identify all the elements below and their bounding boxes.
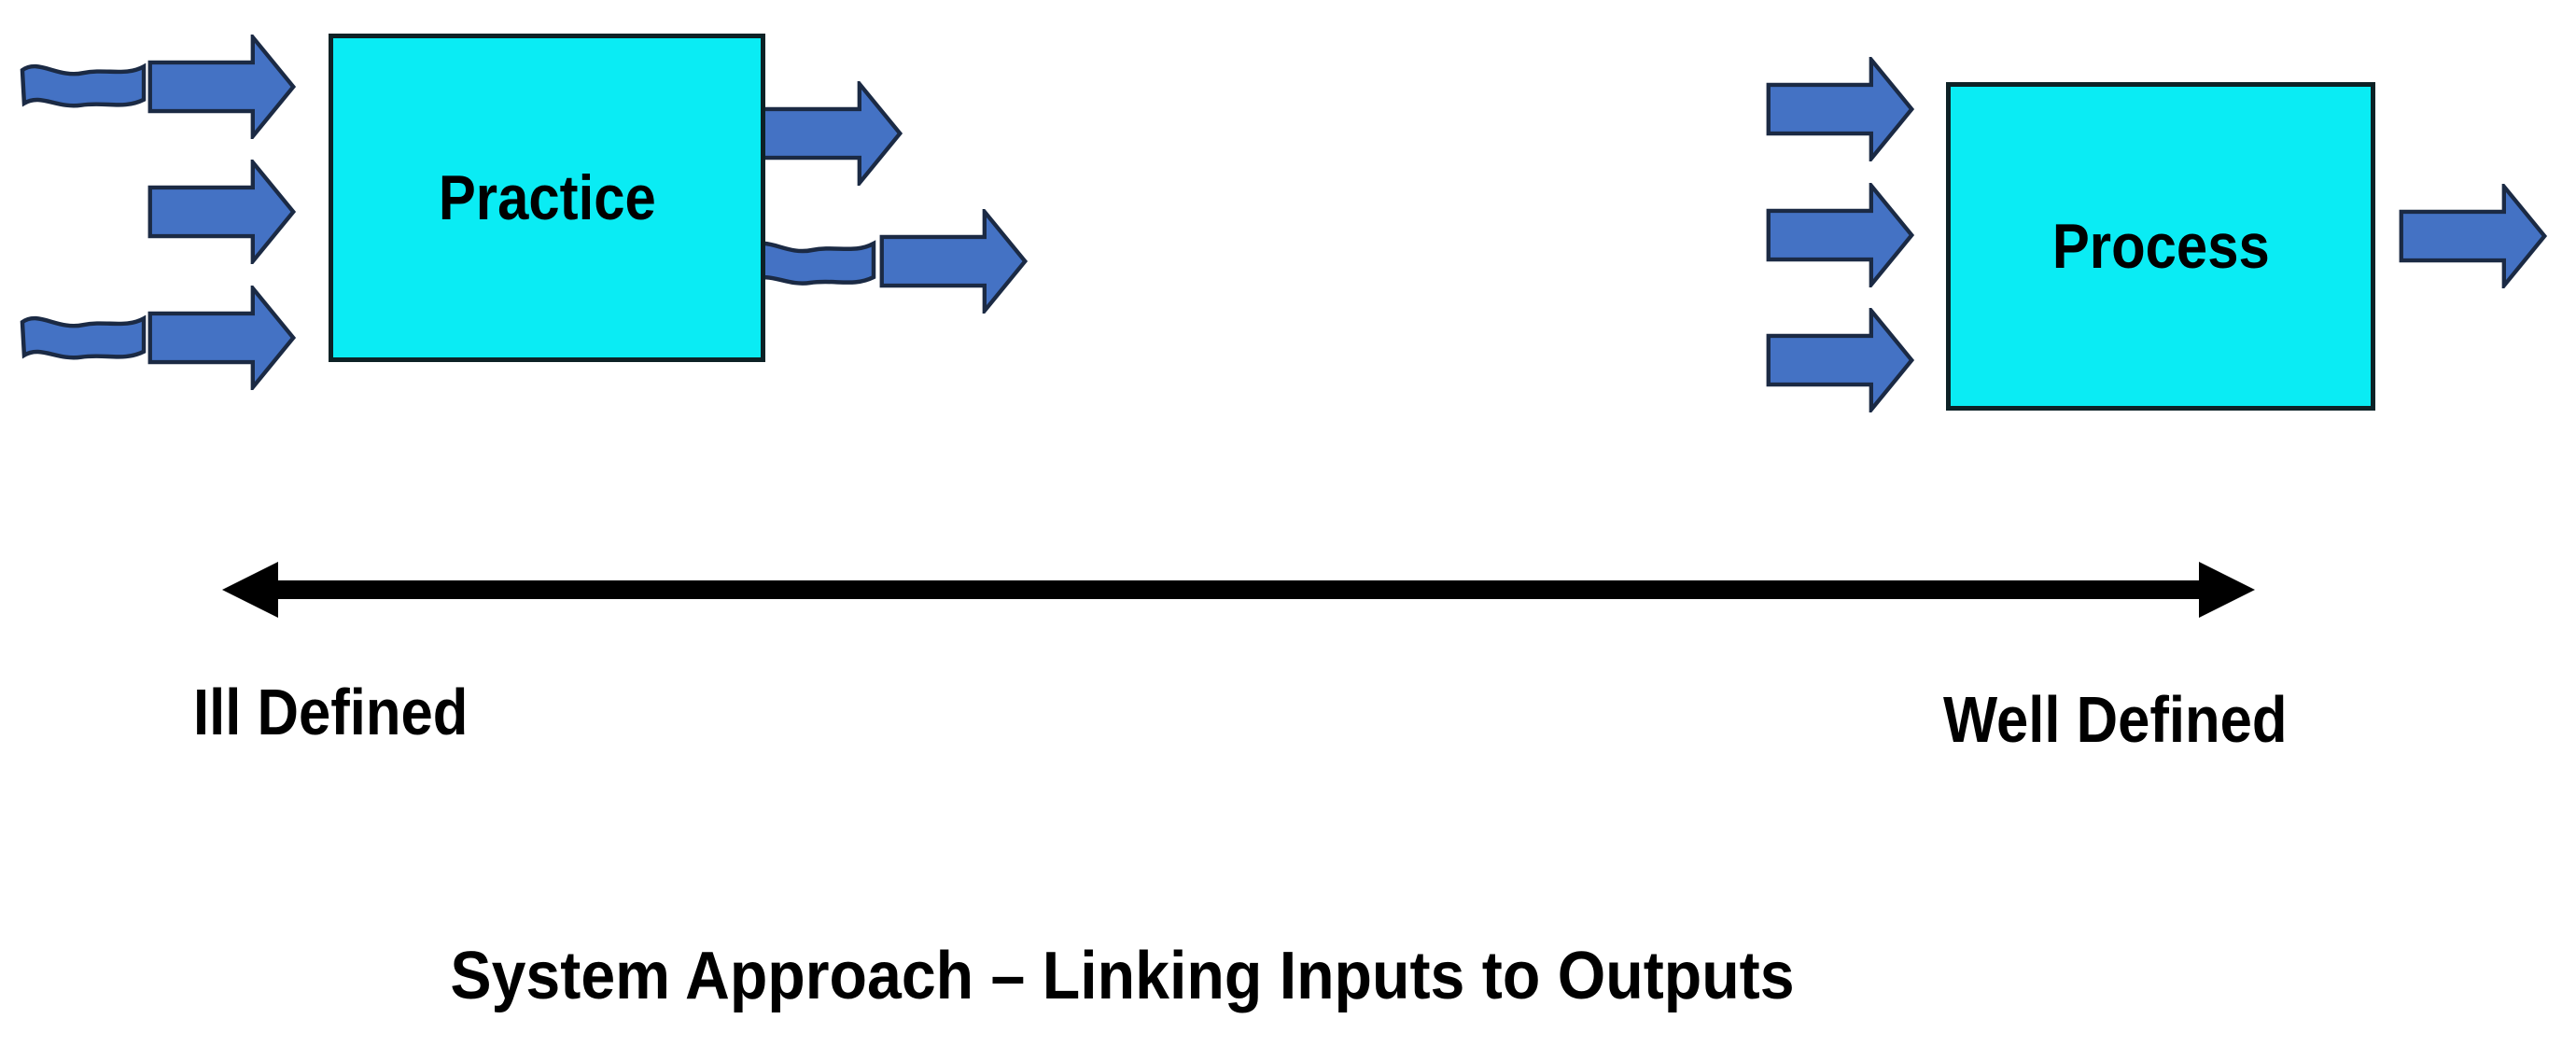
wavy-input-tail-icon bbox=[19, 307, 147, 365]
practice-box-label: Practice bbox=[438, 162, 656, 233]
wavy-output-tail-icon bbox=[747, 232, 877, 290]
input-arrow-icon bbox=[1766, 183, 1915, 287]
input-arrow-icon bbox=[146, 35, 299, 139]
ill-defined-label: Ill Defined bbox=[193, 676, 469, 748]
input-arrow-icon bbox=[146, 160, 299, 264]
process-box-label: Process bbox=[2051, 211, 2270, 282]
practice-box: Practice bbox=[329, 34, 765, 362]
diagram-title: System Approach – Linking Inputs to Outp… bbox=[450, 939, 1795, 1013]
double-headed-axis-arrow-icon bbox=[222, 562, 2255, 618]
input-arrow-icon bbox=[1766, 57, 1915, 161]
wavy-input-tail-icon bbox=[19, 55, 147, 113]
input-arrow-icon bbox=[146, 286, 299, 390]
process-box: Process bbox=[1946, 82, 2375, 411]
output-arrow-icon bbox=[752, 81, 905, 186]
output-arrow-icon bbox=[2399, 184, 2548, 288]
output-arrow-icon bbox=[877, 209, 1030, 314]
input-arrow-icon bbox=[1766, 308, 1915, 412]
well-defined-label: Well Defined bbox=[1943, 683, 2288, 756]
